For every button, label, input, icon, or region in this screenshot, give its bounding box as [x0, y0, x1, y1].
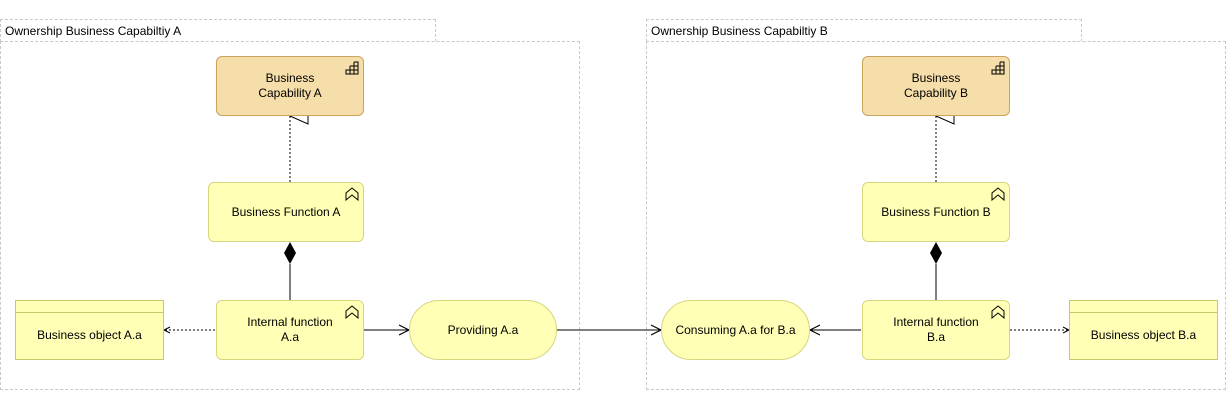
function-chevron-icon [991, 305, 1005, 319]
business-function-a-label: Business Function A [231, 204, 341, 219]
function-chevron-icon [345, 187, 359, 201]
business-function-b-label: Business Function B [881, 204, 991, 219]
business-capability-a[interactable]: Business Capability A [216, 56, 364, 116]
group-b-title-tab: Ownership Business Capabiltiy B [646, 19, 1082, 42]
composition-diamond-b [930, 242, 942, 264]
business-object-b-label: Business object B.a [1090, 328, 1197, 342]
function-chevron-icon [345, 305, 359, 319]
business-object-b[interactable]: Business object B.a [1069, 300, 1218, 360]
service-consuming-b[interactable]: Consuming A.a for B.a [661, 300, 810, 360]
business-object-b-header [1070, 301, 1217, 313]
business-object-a-label: Business object A.a [37, 328, 142, 342]
function-chevron-icon [991, 187, 1005, 201]
internal-function-b-label: Internal function B.a [893, 315, 979, 344]
capability-grid-icon [345, 61, 359, 75]
business-capability-b[interactable]: Business Capability B [862, 56, 1010, 116]
business-function-a[interactable]: Business Function A [208, 182, 364, 242]
business-object-a[interactable]: Business object A.a [15, 300, 164, 360]
capability-grid-icon [991, 61, 1005, 75]
group-a-title-tab: Ownership Business Capabiltiy A [0, 19, 436, 42]
business-capability-a-label: Business Capability A [258, 71, 322, 100]
group-a-title: Ownership Business Capabiltiy A [5, 24, 182, 38]
group-b-title: Ownership Business Capabiltiy B [651, 24, 828, 38]
business-function-b[interactable]: Business Function B [862, 182, 1010, 242]
business-object-a-header [16, 301, 163, 313]
service-providing-a[interactable]: Providing A.a [409, 300, 557, 360]
service-consuming-b-label: Consuming A.a for B.a [675, 322, 796, 337]
internal-function-a-label: Internal function A.a [247, 315, 333, 344]
business-capability-b-label: Business Capability B [903, 71, 969, 100]
internal-function-b[interactable]: Internal function B.a [862, 300, 1010, 360]
service-providing-a-label: Providing A.a [447, 322, 519, 337]
internal-function-a[interactable]: Internal function A.a [216, 300, 364, 360]
composition-diamond-a [284, 242, 296, 264]
